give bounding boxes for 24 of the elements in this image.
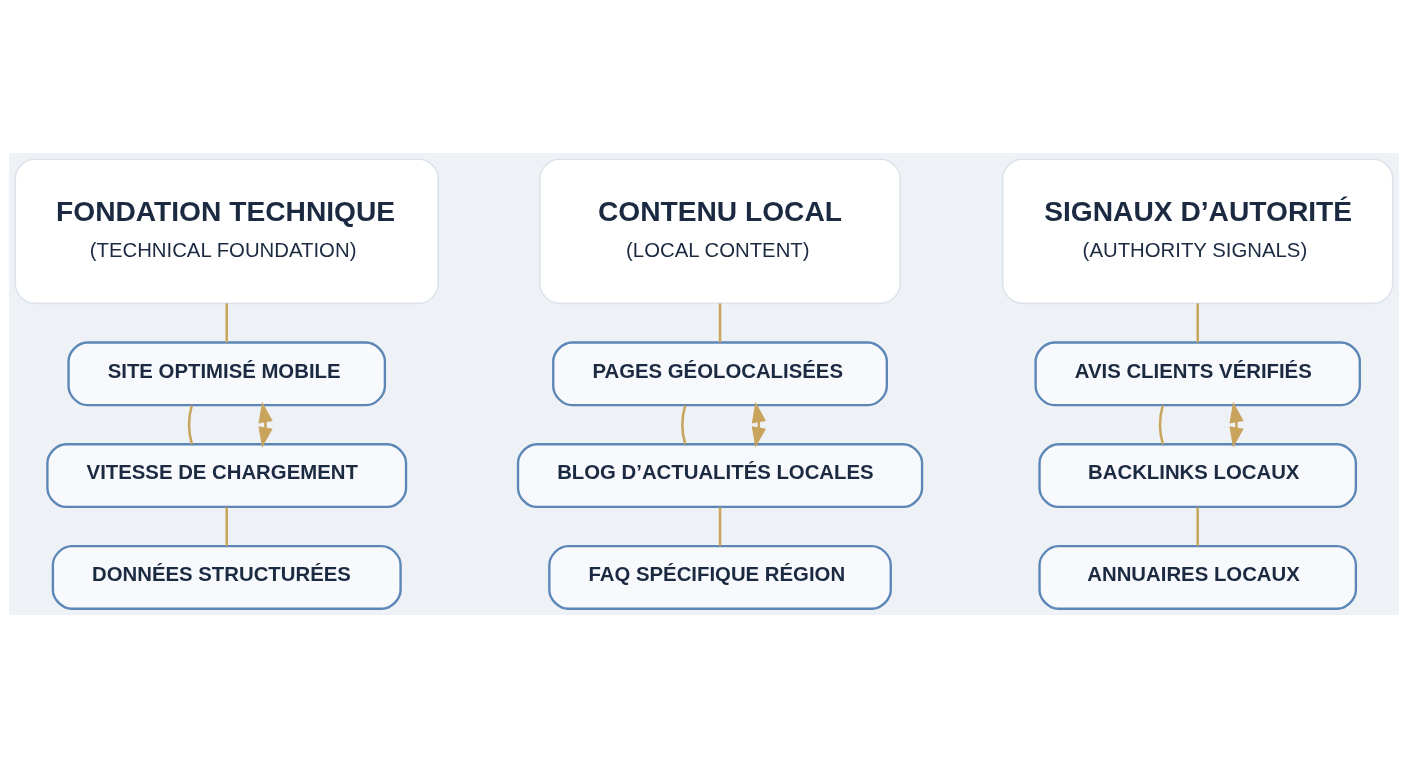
connector [225,507,228,546]
node-box: ANNUAIRES LOCAUX [1038,544,1358,610]
node-box: VITESSE DE CHARGEMENT [46,443,408,509]
node-box: BACKLINKS LOCAUX [1038,443,1358,509]
node-box: DONNÉES STRUCTURÉES [51,544,402,610]
node-box: SITE OPTIMISÉ MOBILE [67,341,387,407]
node-box: AVIS CLIENTS VÉRIFIÉS [1034,341,1361,407]
node-box: CONTENU LOCAL (LOCAL CONTENT) [539,158,901,305]
connector [1196,507,1199,546]
node-box: FAQ SPÉCIFIQUE RÉGION [548,544,892,610]
node-box: SIGNAUX D’AUTORITÉ (AUTHORITY SIGNALS) [1001,158,1394,305]
connector [225,303,228,343]
connector [1158,405,1165,445]
arrow [1229,401,1244,448]
node-box: FONDATION TECHNIQUE (TECHNICAL FOUNDATION) [14,158,439,305]
connector [1196,303,1199,343]
connector [718,303,722,343]
arrow [751,401,767,448]
node-box: PAGES GÉOLOCALISÉES [552,341,888,407]
node-box: BLOG D’ACTUALITÉS LOCALES [516,443,924,509]
connector [681,405,687,445]
connector [187,405,194,445]
arrow [258,401,273,448]
connector [718,507,722,546]
